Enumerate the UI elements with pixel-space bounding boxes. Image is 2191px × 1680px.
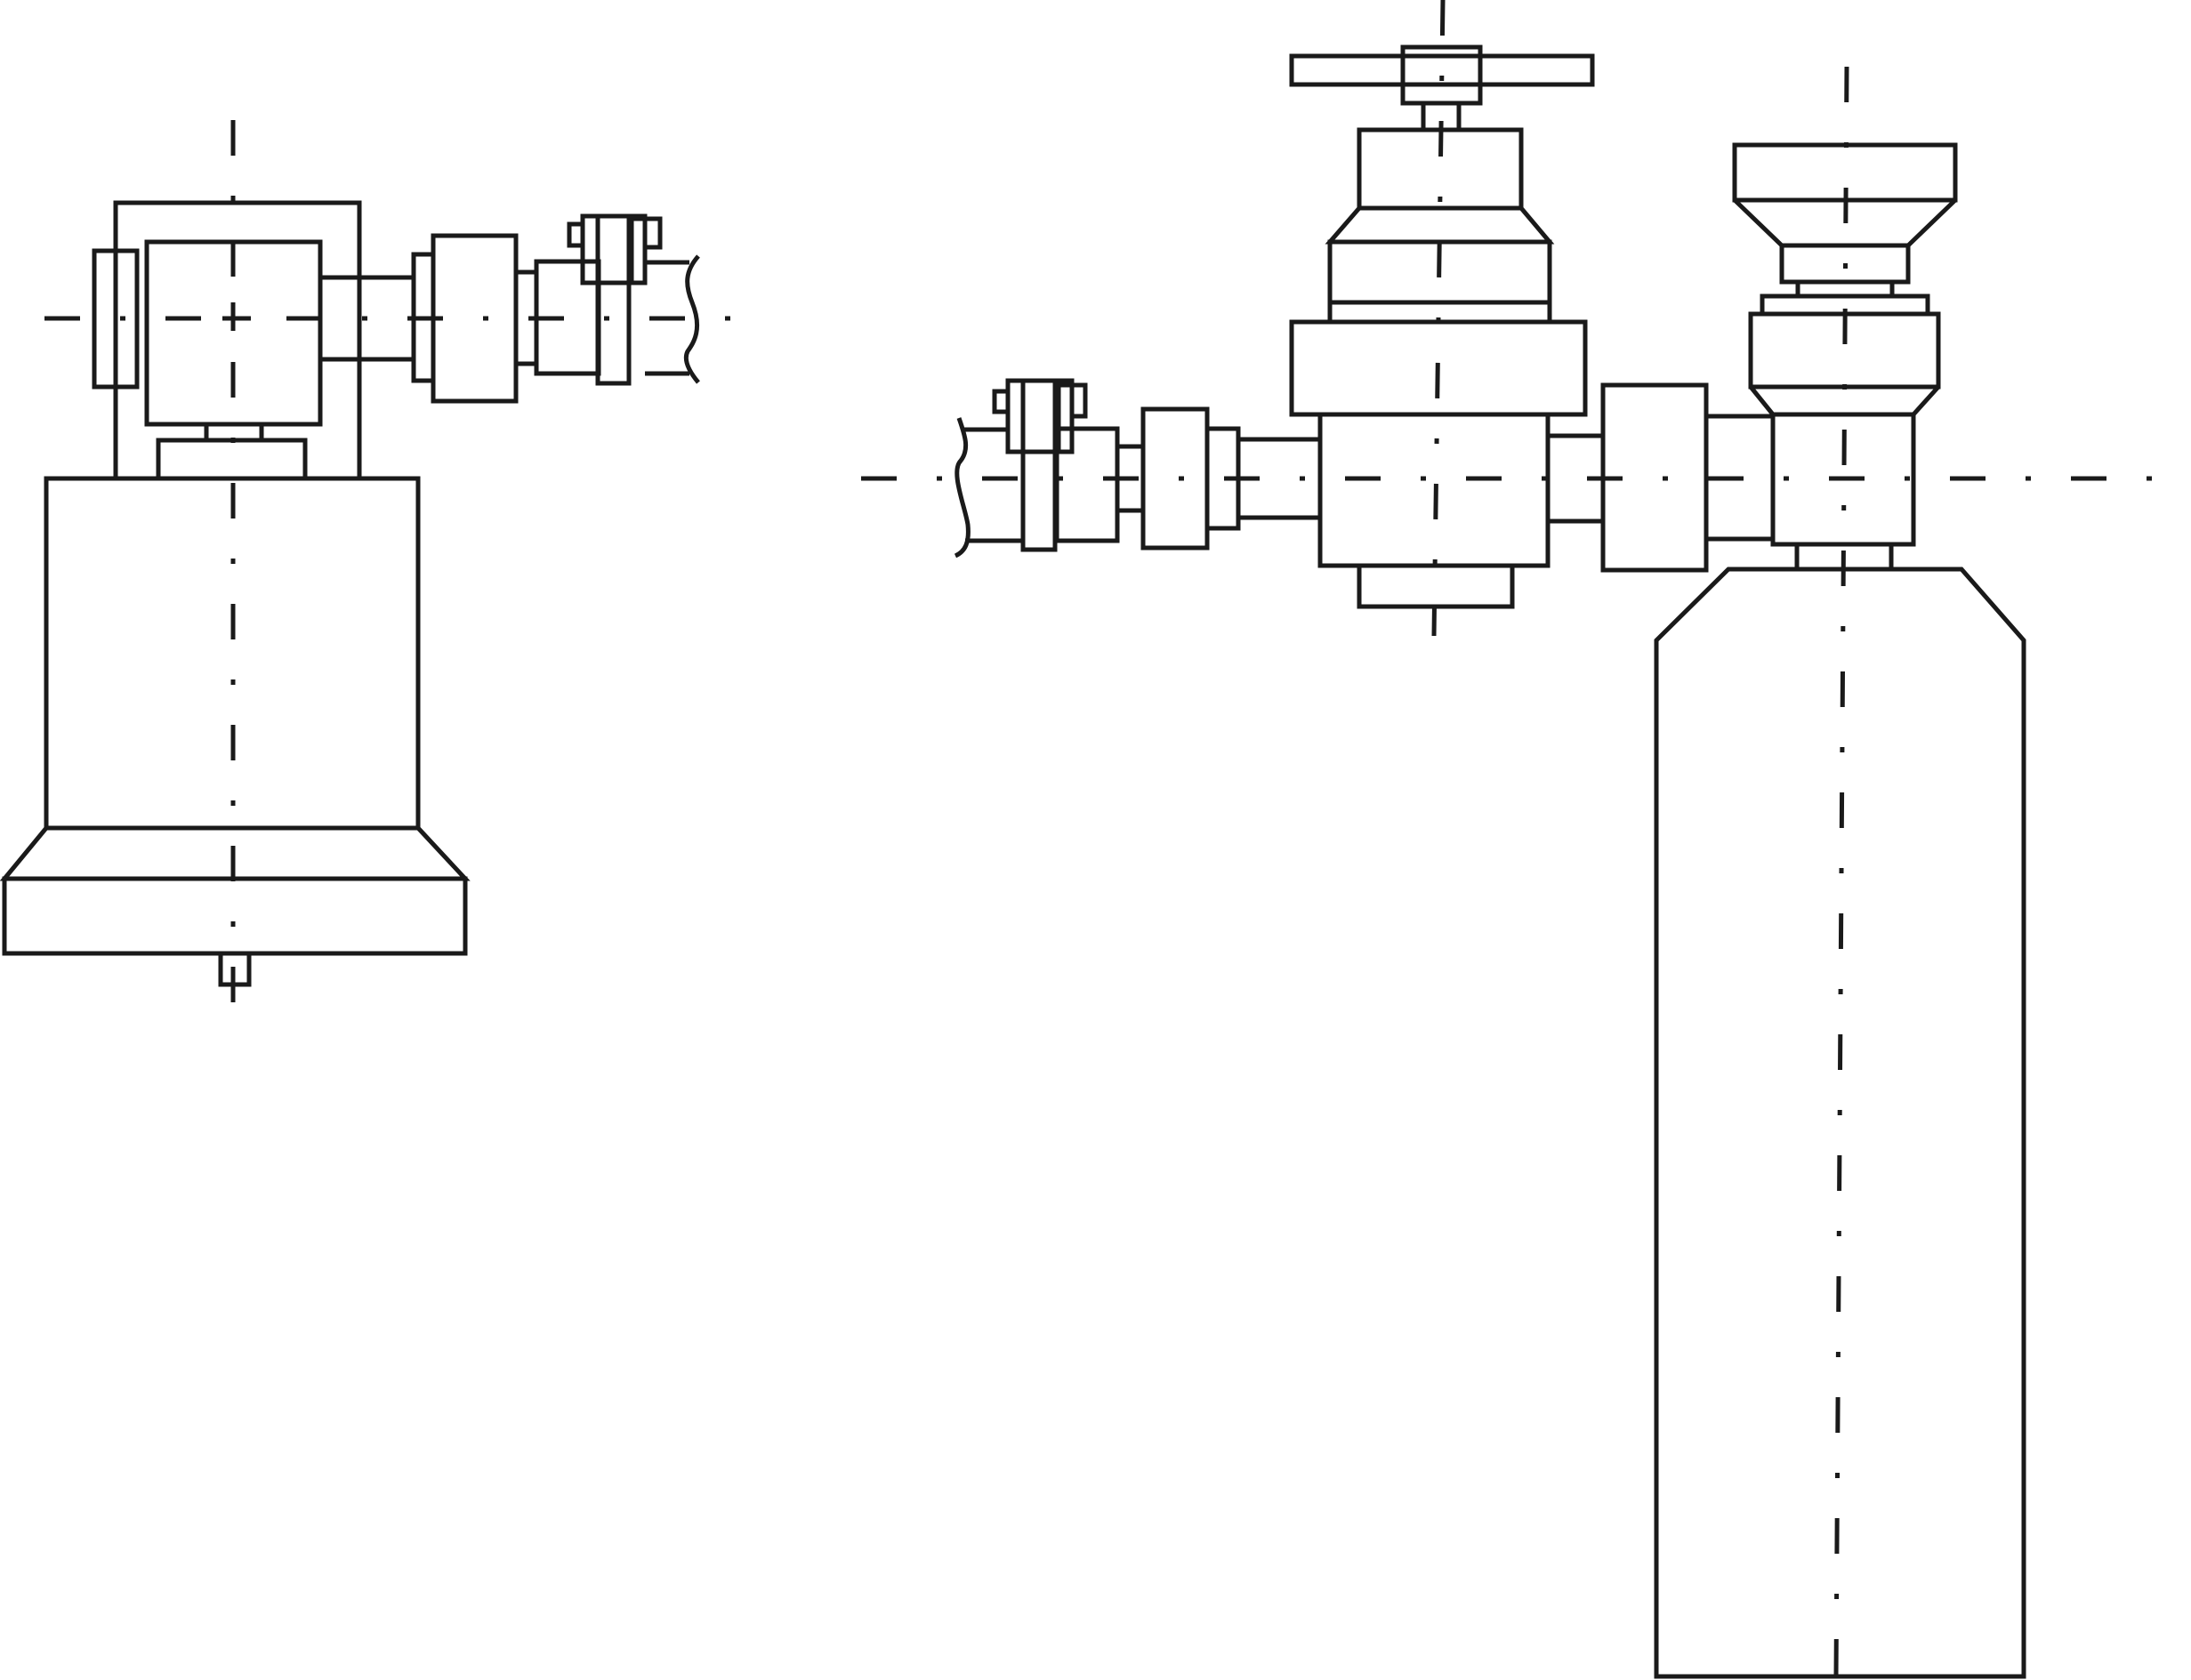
gear-coupling-collar [629, 216, 648, 285]
right-bearing [1054, 426, 1120, 543]
top-chamber [1748, 311, 1941, 390]
center-marks [222, 302, 251, 331]
right-assembly [861, 0, 2191, 1679]
gear-coupling-tab-left [567, 221, 585, 248]
gear-coupling-hub [580, 213, 648, 285]
left-assembly [0, 120, 765, 1032]
pulley [1140, 406, 1210, 551]
coupling-block [431, 233, 519, 404]
top-chamber-chamfer [1749, 385, 1940, 417]
shaft-end [645, 254, 700, 384]
bonnet-chamfer [1325, 206, 1555, 245]
right-coupling-hub [1005, 378, 1075, 454]
valve-bonnet [1357, 127, 1524, 211]
gear-coupling-disc [595, 213, 632, 386]
right-coupling-collar [1056, 382, 1075, 454]
right-coupling-disc [1020, 378, 1058, 552]
brake-bracket [156, 438, 308, 481]
valve-vertical-centerline [1431, 0, 1446, 637]
right-shaft-end [954, 417, 1023, 559]
tank-vertical-centerline [1833, 66, 1849, 1677]
motor-housing [44, 476, 421, 831]
cylinder-tank [1654, 567, 2026, 1679]
valve-bottom-plate [1357, 563, 1515, 609]
handwheel[interactable] [1289, 53, 1595, 87]
top-cap [1732, 142, 1958, 203]
side-plate [92, 248, 140, 390]
right-coupling-tab-left [992, 389, 1011, 414]
base-foot [218, 951, 252, 987]
gear-coupling-tab-right [642, 216, 663, 250]
mounting-base [2, 876, 468, 956]
